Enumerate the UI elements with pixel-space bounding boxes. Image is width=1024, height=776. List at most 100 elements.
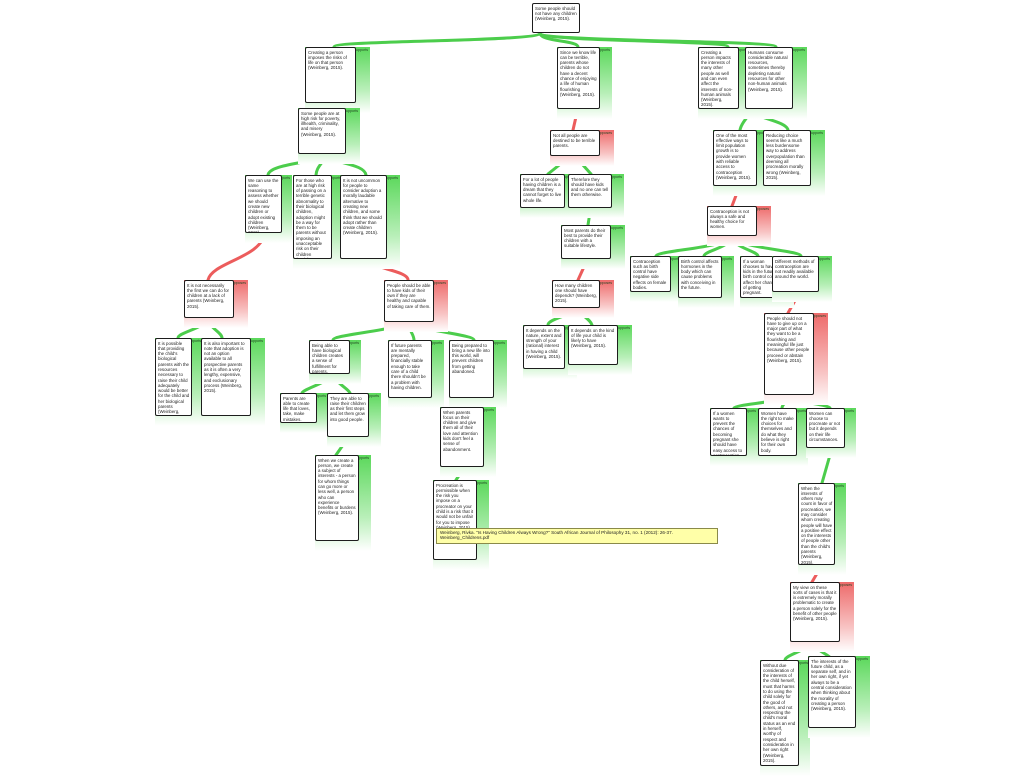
relation-label: supports bbox=[742, 409, 756, 413]
claim-text: For a lot of people having children is a… bbox=[520, 174, 566, 208]
relation-label: opposes bbox=[598, 281, 612, 285]
relation-label: supports bbox=[816, 257, 830, 261]
relation-label: supports bbox=[666, 257, 680, 261]
link bbox=[538, 31, 778, 49]
claim-text: For those who are at high risk of passin… bbox=[293, 175, 332, 259]
claim-text: Parents are able to create life that lov… bbox=[280, 393, 318, 423]
relation-label: supports bbox=[355, 456, 369, 460]
relation-label: opposes bbox=[598, 131, 612, 135]
claim-text: We can use the same reasoning to assess … bbox=[245, 175, 282, 233]
claim-text: Contraception is not always a safe and h… bbox=[707, 206, 757, 236]
claim-text: It is not necessarily the first we can d… bbox=[184, 280, 234, 318]
claim-text: They are able to raise their children as… bbox=[327, 393, 370, 437]
relation-label: supports bbox=[491, 341, 505, 345]
relation-label: opposes bbox=[838, 583, 852, 587]
relation-label: supports bbox=[809, 131, 823, 135]
claim-text: Women have the right to make choices for… bbox=[758, 408, 797, 456]
relation-label: supports bbox=[596, 48, 610, 52]
claim-text: Without due consideration of the interes… bbox=[760, 660, 799, 766]
relation-label: supports bbox=[609, 226, 623, 230]
claim-text: Women can choose to procreate or not but… bbox=[806, 408, 845, 448]
claim-text: It is also important to note that adopti… bbox=[201, 338, 251, 416]
claim-text: Not all people are destined to be terrib… bbox=[550, 130, 600, 156]
claim-text: When the interests of others may count i… bbox=[798, 483, 836, 565]
claim-text: It is not uncommon for people to conside… bbox=[340, 175, 387, 259]
relation-label: supports bbox=[384, 176, 398, 180]
claim-text: My view on these sorts of cases is that … bbox=[790, 582, 840, 642]
claim-text: Humans consume considerable natural reso… bbox=[745, 47, 794, 109]
relation-label: supports bbox=[354, 48, 368, 52]
claim-text: If future parents are mentally prepared,… bbox=[388, 340, 432, 398]
relation-label: supports bbox=[794, 661, 808, 665]
relation-label: supports bbox=[840, 409, 854, 413]
link bbox=[820, 453, 832, 485]
relation-label: supports bbox=[276, 176, 290, 180]
relation-label: opposes bbox=[232, 281, 246, 285]
citation-tooltip: Weinberg, Rivka. "Is Having Children Alw… bbox=[436, 528, 718, 544]
relation-label: supports bbox=[249, 339, 263, 343]
claim-text: People should not have to give up on a m… bbox=[764, 313, 814, 395]
relation-label: supports bbox=[734, 48, 748, 52]
relation-label: supports bbox=[608, 175, 622, 179]
claim-text: Birth control affects hormones in the bo… bbox=[678, 256, 722, 298]
relation-label: supports bbox=[753, 131, 767, 135]
relation-label: supports bbox=[187, 339, 201, 343]
claim-text: When parents focus on their children and… bbox=[440, 407, 484, 467]
claim-text: Creating a person imposes the risks of l… bbox=[305, 47, 356, 103]
relation-label: supports bbox=[312, 394, 326, 398]
link bbox=[332, 31, 542, 49]
relation-label: supports bbox=[344, 109, 358, 113]
root-claim[interactable]: Some people should not have any children… bbox=[532, 3, 580, 33]
relation-label: supports bbox=[480, 408, 494, 412]
relation-label: supports bbox=[428, 341, 442, 345]
claim-text: Contraception such as birth control have… bbox=[630, 256, 671, 292]
relation-label: supports bbox=[327, 176, 341, 180]
relation-label: supports bbox=[345, 341, 359, 345]
relation-label: opposes bbox=[812, 314, 826, 318]
claim-text: Reducing choice seems like a much less b… bbox=[763, 130, 812, 186]
relation-label: supports bbox=[718, 257, 732, 261]
relation-label: supports bbox=[792, 409, 806, 413]
claim-text: It is possible that providing the child'… bbox=[155, 338, 193, 416]
